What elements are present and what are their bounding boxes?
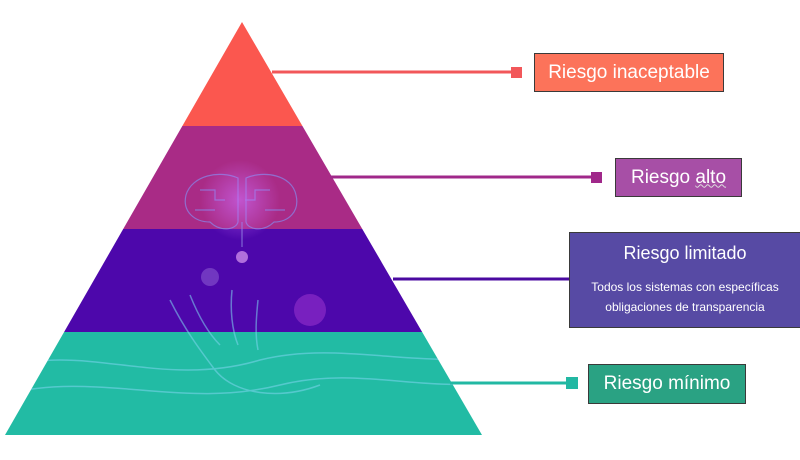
description-line: obligaciones de transparencia [605, 300, 765, 314]
label-text: Riesgo mínimo [603, 373, 731, 394]
label-title: Riesgo limitado [623, 243, 747, 263]
hand-illustration [5, 289, 482, 396]
label-description: Todos los sistemas con específicas oblig… [591, 277, 778, 317]
label-text-underlined: alto [695, 166, 727, 188]
label-riesgo-inaceptable: Riesgo inaceptable [534, 53, 724, 92]
label-riesgo-limitado: Riesgo limitado Todos los sistemas con e… [569, 232, 800, 328]
label-riesgo-alto: Riesgo alto [615, 158, 742, 197]
tier-band-minimal [5, 332, 482, 435]
connector-high [330, 172, 602, 183]
label-text: Riesgo inaceptable [548, 61, 710, 83]
label-riesgo-minimo: Riesgo mínimo [588, 364, 746, 404]
label-text: Riesgo [630, 166, 696, 188]
connector-minimal [450, 377, 578, 389]
description-line: Todos los sistemas con específicas [591, 280, 779, 294]
connector-unacceptable [272, 67, 522, 78]
